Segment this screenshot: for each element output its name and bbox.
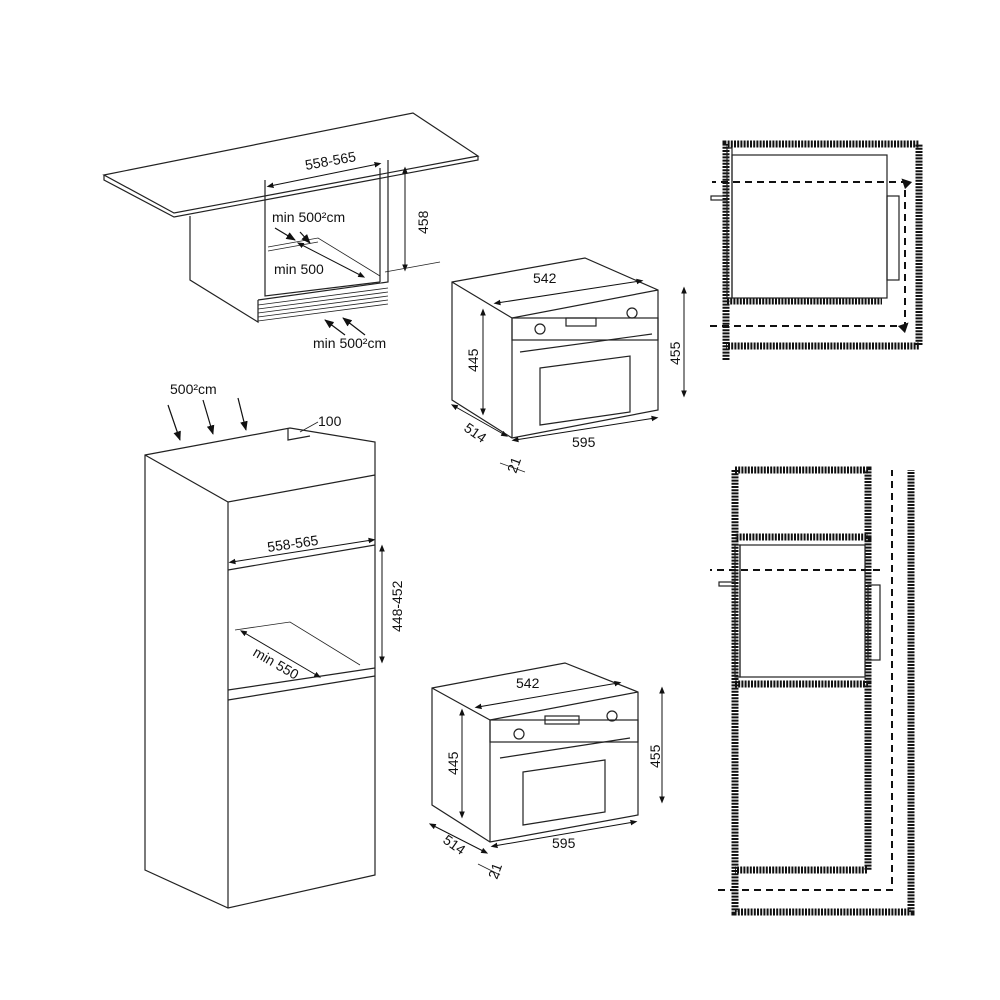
uc-width-label: 558-565 [304, 148, 358, 173]
col-width: 558-565 [266, 532, 319, 555]
uc-vent-top-label: min 500²cm [272, 209, 345, 225]
ot-door: 21 [504, 455, 524, 475]
ob-width-top: 542 [516, 675, 540, 691]
col-height: 448-452 [389, 580, 405, 632]
ot-width-top: 542 [533, 270, 557, 286]
uc-height-label: 458 [415, 210, 431, 234]
ot-width-front: 595 [572, 434, 596, 450]
oven-dimensions-top: 542 445 455 514 595 21 [450, 257, 687, 475]
column-installation: 500²cm 100 558-565 448-452 min 550 [144, 381, 405, 909]
uc-vent-bottom-label: min 500²cm [313, 335, 386, 351]
ob-width-front: 595 [552, 835, 576, 851]
ob-door: 21 [485, 861, 505, 881]
ot-height-side: 455 [667, 341, 683, 365]
undercounter-installation: 558-565 458 min 500²cm min 500 min 500²c… [102, 112, 480, 351]
oven-dimensions-bottom: 542 445 455 514 595 21 [428, 662, 665, 881]
ob-height-front: 445 [445, 751, 461, 775]
ot-height-front: 445 [465, 348, 481, 372]
ob-height-side: 455 [647, 744, 663, 768]
col-vent: 500²cm [170, 381, 217, 397]
airflow-undercounter [710, 140, 923, 360]
ob-depth: 514 [440, 831, 468, 858]
col-gap: 100 [318, 413, 342, 429]
uc-depth-label: min 500 [274, 261, 324, 277]
airflow-column [710, 466, 915, 916]
col-depth: min 550 [251, 644, 302, 683]
